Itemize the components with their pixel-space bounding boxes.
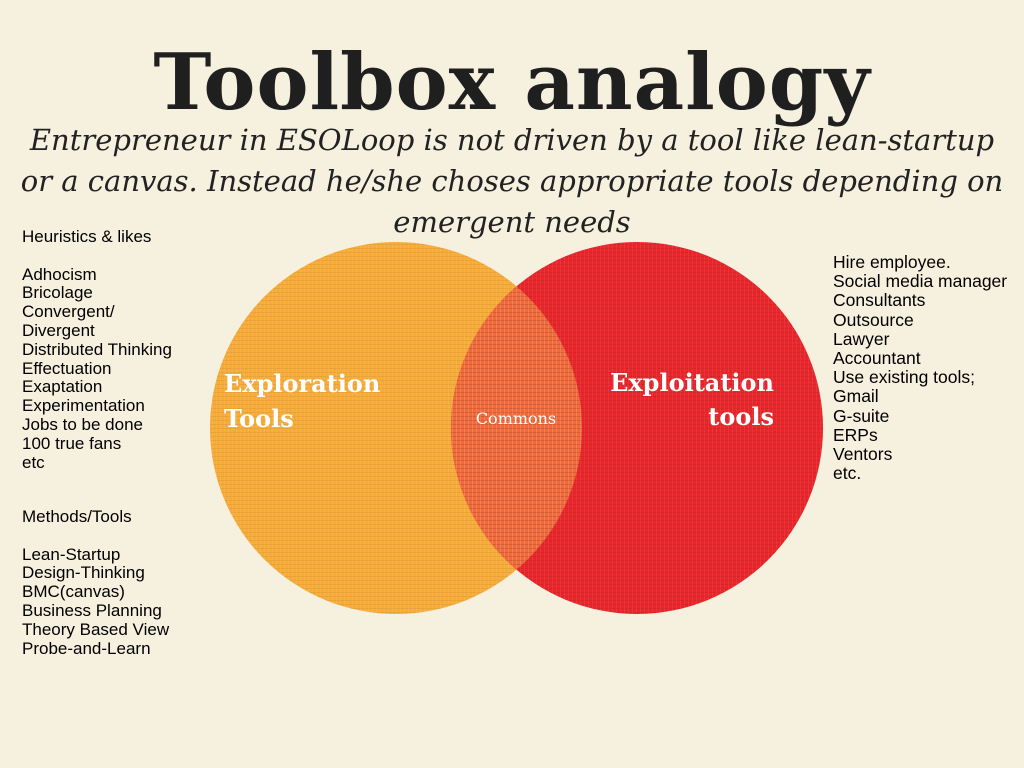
list-item: Distributed Thinking: [22, 339, 172, 359]
list-item: Consultants: [833, 290, 926, 311]
list-item: Experimentation: [22, 396, 145, 416]
heuristics-list: Heuristics & likes Adhocism Bricolage Co…: [22, 227, 172, 472]
list-item: 100 true fans: [22, 433, 122, 453]
list-item: Adhocism: [22, 264, 97, 284]
list-item: Bricolage: [22, 283, 93, 303]
exploitation-label-line2: tools: [708, 402, 774, 431]
exploitation-label-line1: Exploitation: [610, 368, 774, 397]
list-item: G-suite: [833, 405, 890, 426]
list-item: etc: [22, 452, 45, 472]
exploitation-list: Hire employee. Social media manager Cons…: [833, 252, 1008, 484]
list-item: Jobs to be done: [22, 414, 143, 434]
exploration-label-line1: Exploration: [224, 369, 380, 398]
heuristics-heading: Heuristics & likes: [22, 227, 152, 246]
list-item: Lean-Startup: [22, 544, 121, 564]
list-item: ERPs: [833, 424, 878, 445]
exploration-label-line2: Tools: [224, 404, 294, 433]
list-item: Design-Thinking: [22, 563, 145, 583]
list-item: Business Planning: [22, 600, 162, 620]
list-item: Effectuation: [22, 358, 112, 378]
list-item: Probe-and-Learn: [22, 638, 151, 658]
list-item: Lawyer: [833, 328, 890, 349]
methods-heading: Methods/Tools: [22, 507, 132, 526]
list-item: Accountant: [833, 348, 921, 369]
list-item: Use existing tools;: [833, 367, 976, 388]
commons-label: Commons: [476, 409, 556, 428]
list-item: Divergent: [22, 320, 95, 340]
list-item: Exaptation: [22, 377, 103, 397]
list-item: Ventors: [833, 444, 893, 465]
page-title: Toolbox analogy: [153, 37, 871, 128]
list-item: etc.: [833, 463, 862, 484]
methods-list: Methods/Tools Lean-Startup Design-Thinki…: [22, 507, 170, 658]
page-subtitle: Entrepreneur in ESOLoop is not driven by…: [20, 123, 1004, 239]
list-item: BMC(canvas): [22, 582, 125, 602]
list-item: Convergent/: [22, 302, 115, 322]
list-item: Social media manager: [833, 271, 1008, 292]
list-item: Hire employee.: [833, 252, 951, 272]
texture-right: [451, 242, 823, 614]
list-item: Outsource: [833, 309, 914, 330]
list-item: Theory Based View: [22, 619, 170, 639]
list-item: Gmail: [833, 386, 879, 407]
